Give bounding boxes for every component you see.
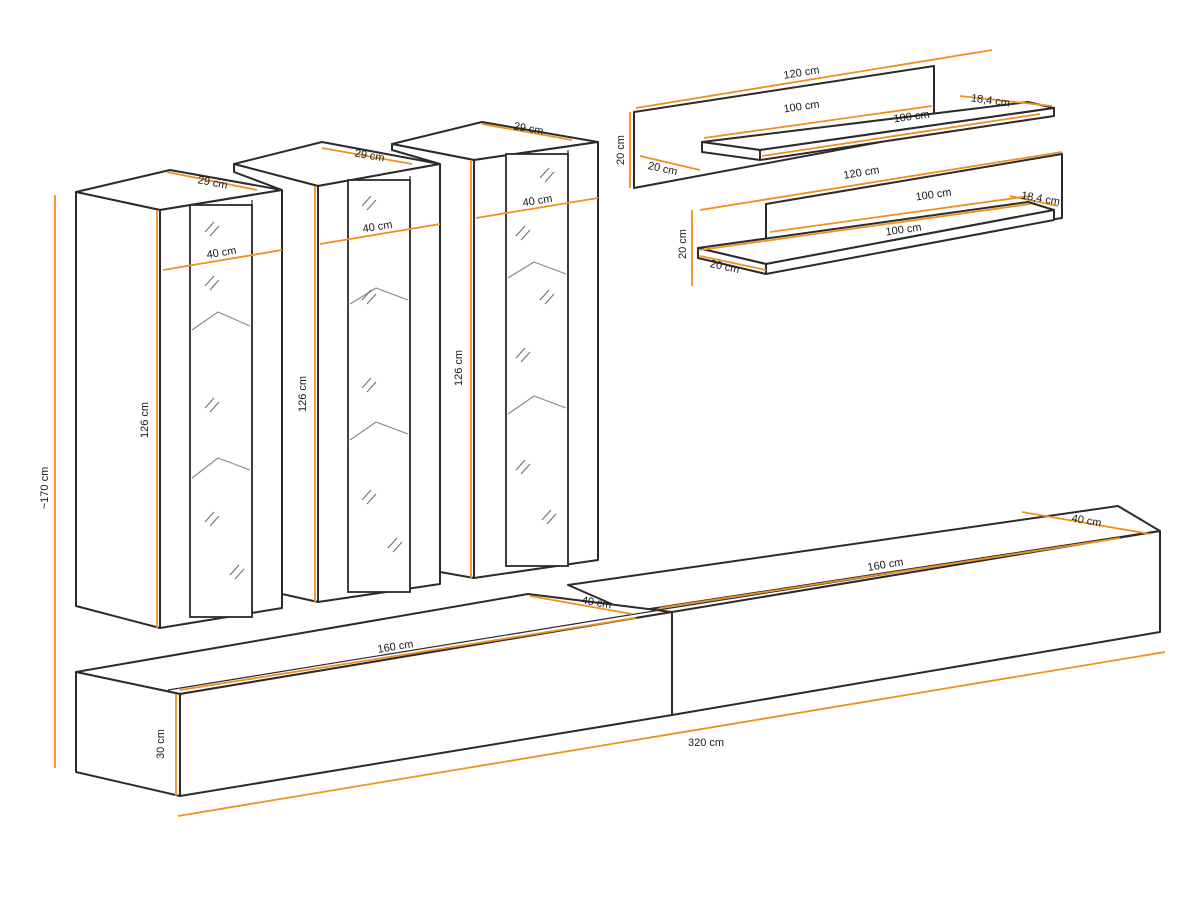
- dim-line-tv-left-width: [179, 617, 637, 691]
- dim-line-cabinet-left-width: [162, 249, 283, 271]
- label-shelf-top-front-width: 100 cm: [893, 109, 930, 126]
- dim-line-shelf-bottom-panel-width: [699, 151, 1063, 211]
- tv-unit-left-front: [179, 611, 673, 797]
- cabinet-left-door-glass: [189, 204, 253, 618]
- dim-line-shelf-bottom-depth: [1009, 195, 1059, 207]
- dimension-labels: ~170 cm 29 cm 40 cm 126 cm 29 cm 40 cm 1…: [39, 64, 1102, 759]
- label-cabinet-right-depth: 29 cm: [513, 121, 545, 138]
- label-cabinet-left-depth: 29 cm: [197, 174, 229, 191]
- label-overall-height: ~170 cm: [39, 467, 51, 510]
- label-cabinet-right-width: 40 cm: [522, 193, 553, 210]
- tv-unit-right: [567, 505, 1161, 716]
- dim-line-cabinet-right-depth: [481, 123, 573, 141]
- cabinet-middle-door-glass: [347, 179, 411, 593]
- label-tv-right-width: 160 cm: [867, 556, 905, 573]
- label-shelf-top-panel-width: 120 cm: [783, 64, 821, 81]
- label-shelf-bottom-front-width: 100 cm: [885, 222, 922, 239]
- dim-line-shelf-bottom-back-width: [769, 195, 1031, 233]
- dim-line-shelf-bottom-panel-depth: [699, 255, 767, 271]
- label-shelf-bottom-panel-height: 20 cm: [677, 229, 689, 259]
- label-cabinet-middle-depth: 29 cm: [354, 148, 386, 165]
- cabinet-right: [391, 121, 599, 579]
- dim-line-tv-right-width: [659, 537, 1121, 609]
- label-tv-left-width: 160 cm: [377, 638, 415, 655]
- shelf-bottom-board-front: [765, 209, 1055, 275]
- dim-line-shelf-top-panel-depth: [639, 155, 701, 171]
- label-cabinet-middle-height: 126 cm: [297, 376, 309, 412]
- dim-line-cabinet-right-width: [475, 197, 599, 219]
- label-tv-left-depth: 40 cm: [581, 595, 613, 612]
- label-shelf-bottom-panel-width: 120 cm: [843, 164, 881, 181]
- cabinet-right-door-glass: [505, 153, 569, 567]
- label-shelf-top-panel-height: 20 cm: [615, 135, 627, 165]
- label-tv-left-height: 30 cm: [155, 729, 167, 759]
- label-cabinet-right-height: 126 cm: [453, 350, 465, 386]
- tv-unit-left: [75, 593, 673, 797]
- dim-line-tv-left-depth: [529, 595, 633, 615]
- cabinet-left: [75, 169, 283, 629]
- cabinet-middle: [233, 141, 441, 603]
- label-shelf-bottom-back-width: 100 cm: [915, 187, 952, 204]
- dim-line-shelf-bottom-front-width: [699, 203, 1031, 251]
- label-tv-right-depth: 40 cm: [1071, 513, 1103, 530]
- dim-line-cabinet-middle-width: [319, 223, 441, 245]
- label-cabinet-left-width: 40 cm: [206, 245, 237, 262]
- dim-line-cabinet-left-depth: [166, 171, 258, 191]
- dim-line-tv-right-depth: [1021, 511, 1151, 535]
- dim-line-shelf-top-panel-width: [635, 49, 993, 109]
- label-shelf-top-depth: 18,4 cm: [970, 92, 1010, 109]
- label-cabinet-middle-width: 40 cm: [362, 219, 393, 236]
- label-shelf-top-back-width: 100 cm: [783, 99, 820, 116]
- label-cabinet-left-height: 126 cm: [139, 402, 151, 438]
- dim-line-tv-total-width: [177, 651, 1166, 817]
- dim-line-shelf-top-front-width: [761, 113, 1041, 157]
- dim-line-shelf-top-back-width: [703, 105, 933, 139]
- label-tv-total-width: 320 cm: [688, 737, 724, 749]
- dim-line-shelf-top-depth: [959, 95, 1053, 107]
- shelf-bottom: [697, 153, 1063, 275]
- dim-line-cabinet-middle-depth: [321, 147, 413, 165]
- dimension-lines: [54, 49, 1166, 817]
